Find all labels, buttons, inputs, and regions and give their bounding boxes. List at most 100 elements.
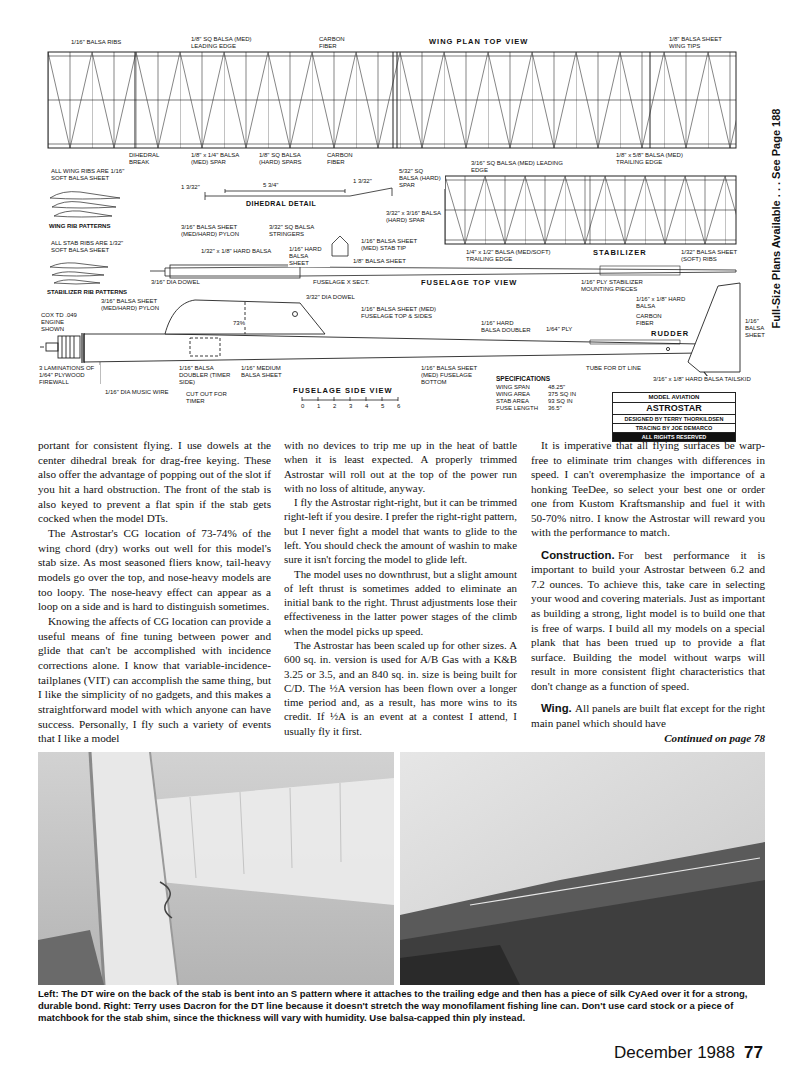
run-in-head: Construction. — [541, 549, 615, 561]
callout-label: 1/16" BALSA SHEET (MED) STAB TIP — [360, 238, 437, 252]
spec-heading: SPECIFICATIONS — [495, 375, 551, 383]
body-text: I fly the Astrostar right-right, but it … — [284, 496, 517, 565]
callout-label: 3/16" SQ BALSA (MED) LEADING EDGE — [470, 160, 572, 174]
dihedral-detail — [205, 188, 392, 200]
callout-label: 1/8" x 1/4" BALSA (MED) SPAR — [190, 152, 247, 166]
title-block: MODEL AVIATIONASTROSTARDESIGNED BY TERRY… — [612, 392, 736, 442]
article-paragraph: with no devices to trip me up in the hea… — [284, 438, 517, 495]
title-row: ASTROSTAR — [613, 403, 735, 416]
callout-label: COX TD .049 ENGINE SHOWN — [40, 312, 87, 333]
callout-label: 3/16" DIA DOWEL — [150, 279, 201, 286]
callout-label: DIHEDRAL DETAIL — [245, 200, 317, 208]
article-paragraph: The Astrostar has been scaled up for oth… — [284, 638, 517, 738]
callout-label: 1/16" BALSA SHEET — [744, 318, 768, 339]
title-row: DESIGNED BY TERRY THORKILDSEN — [613, 415, 735, 424]
callout-label: 1/8" BALSA SHEET WING TIPS — [668, 36, 740, 50]
side-note: Full-Size Plans Available . . . See Page… — [770, 107, 783, 329]
callout-label: STABILIZER RIB PATTERNS — [46, 289, 128, 296]
photo-caption: Left: The DT wire on the back of the sta… — [38, 988, 765, 1024]
body-text: For best performance it is important to … — [531, 549, 765, 692]
title-row: MODEL AVIATION — [613, 393, 735, 403]
scale-number: 5 — [380, 403, 385, 410]
view-title: FUSELAGE TOP VIEW — [420, 279, 518, 288]
callout-label: 1/16" HARD BALSA DOUBLER — [480, 320, 534, 334]
spec-cell: STAB AREA — [495, 398, 530, 405]
scale-bar — [302, 397, 398, 401]
callout-label: 73% — [232, 320, 246, 327]
spec-cell: 36.5" — [547, 405, 563, 412]
fuselage-side-view — [40, 283, 740, 384]
callout-label: 5/32" SQ BALSA (HARD) SPAR — [398, 168, 445, 189]
dimension: 1 3/32" — [352, 178, 373, 185]
continued-note: Continued on page 78 — [531, 731, 765, 746]
callout-label: CUT OUT FOR TIMER — [185, 391, 232, 405]
callout-label: 1/32" BALSA SHEET (SOFT) RIBS — [680, 249, 744, 263]
callout-label: ALL STAB RIBS ARE 1/32" SOFT BALSA SHEET — [50, 240, 127, 254]
callout-label: ALL WING RIBS ARE 1/16" SOFT BALSA SHEET — [50, 168, 127, 182]
rib-patterns — [50, 192, 120, 284]
callout-label: TUBE FOR DT LINE — [585, 365, 642, 372]
view-title: RUDDER — [650, 330, 690, 339]
scale-number: 4 — [364, 403, 369, 410]
callout-label: 1/4" x 1/2" BALSA (MED/SOFT) TRAILING ED… — [465, 249, 577, 263]
callout-label: 3/32" DIA DOWEL — [305, 294, 356, 301]
article-paragraph: Knowing the affects of CG location can p… — [38, 614, 271, 746]
body-text: Knowing the affects of CG location can p… — [38, 615, 271, 744]
fuselage-cross-section — [332, 236, 348, 256]
continued-text: Continued on page 78 — [664, 732, 765, 744]
view-title: STABILIZER — [592, 249, 648, 258]
scale-number: 1 — [316, 403, 321, 410]
photo-left — [38, 752, 394, 985]
callout-label: 1/16" PLY STABILIZER MOUNTING PIECES — [580, 279, 677, 293]
callout-label: 1/8" x 5/8" BALSA (MED) TRAILING EDGE — [615, 152, 697, 166]
callout-label: 1/16" BALSA SHEET (MED) FUSELAGE BOTTOM — [420, 365, 484, 386]
callout-label: CARBON FIBER — [318, 36, 350, 50]
callout-label: 1/16" x 1/8" HARD BALSA — [635, 296, 687, 310]
callout-label: 1/8" SQ BALSA (MED) LEADING EDGE — [190, 36, 272, 50]
scale-number: 6 — [396, 403, 401, 410]
dimension: 5 3/4" — [262, 182, 279, 189]
spec-cell: 48.25" — [547, 384, 566, 391]
article-paragraph: portant for consistent flying. I use dow… — [38, 438, 271, 526]
title-row: TRACING BY JOE DEMARCO — [613, 424, 735, 433]
body-text: portant for consistent flying. I use dow… — [38, 439, 271, 524]
spec-cell: WING SPAN — [495, 384, 531, 391]
callout-label: 1/16" DIA MUSIC WIRE — [104, 389, 186, 396]
callout-label: 3/32" x 3/16" BALSA (HARD) SPAR — [385, 210, 442, 224]
callout-label: 3/16" BALSA SHEET (MED/HARD) PYLON — [100, 298, 167, 312]
callout-label: CARBON FIBER — [635, 313, 672, 327]
spec-cell: WING AREA — [495, 391, 531, 398]
body-text: The Astrostar's CG location of 73-74% of… — [38, 527, 271, 612]
body-text: The model uses no downthrust, but a slig… — [284, 568, 517, 637]
view-title: WING PLAN TOP VIEW — [428, 38, 529, 47]
callout-label: 1/16" BALSA RIBS — [70, 39, 142, 46]
callout-label: 1/64" PLY — [545, 326, 573, 333]
photo-right — [400, 752, 765, 985]
callout-label: CARBON FIBER — [326, 152, 358, 166]
stabilizer-plan — [445, 176, 736, 244]
body-text: The Astrostar has been scaled up for oth… — [284, 639, 517, 737]
spec-cell: FUSE LENGTH — [495, 405, 539, 412]
callout-label: 1/8" BALSA SHEET — [352, 258, 407, 265]
callout-label: 1/16" HARD BALSA SHEET — [288, 246, 330, 267]
article-paragraph: It is imperative that all flying surface… — [531, 438, 765, 540]
scale-number: 0 — [300, 403, 305, 410]
article-paragraph: The model uses no downthrust, but a slig… — [284, 567, 517, 638]
body-text: with no devices to trip me up in the hea… — [284, 439, 517, 494]
body-text: It is imperative that all flying surface… — [531, 439, 765, 538]
callout-label: 3/16" BALSA SHEET (MED/HARD) PYLON — [180, 224, 242, 238]
spec-cell: 93 SQ IN — [547, 398, 574, 405]
article-paragraph: Wing.All panels are built flat except fo… — [531, 701, 765, 730]
article-column: It is imperative that all flying surface… — [531, 438, 765, 746]
callout-label: 1/32" x 1/8" HARD BALSA — [200, 248, 282, 255]
callout-label: 3/32" SQ BALSA STRINGERS — [268, 224, 325, 238]
callout-label: 1/16" MEDIUM BALSA SHEET — [240, 365, 290, 379]
article-paragraph: The Astrostar's CG location of 73-74% of… — [38, 526, 271, 614]
article-column: with no devices to trip me up in the hea… — [284, 438, 517, 738]
callout-label: 3/16" x 1/8" HARD BALSA TAILSKID — [652, 376, 754, 383]
scale-number: 2 — [332, 403, 337, 410]
article-column: portant for consistent flying. I use dow… — [38, 438, 271, 746]
article-paragraph: I fly the Astrostar right-right, but it … — [284, 495, 517, 566]
callout-label: FUSELAGE X SECT. — [312, 279, 370, 286]
